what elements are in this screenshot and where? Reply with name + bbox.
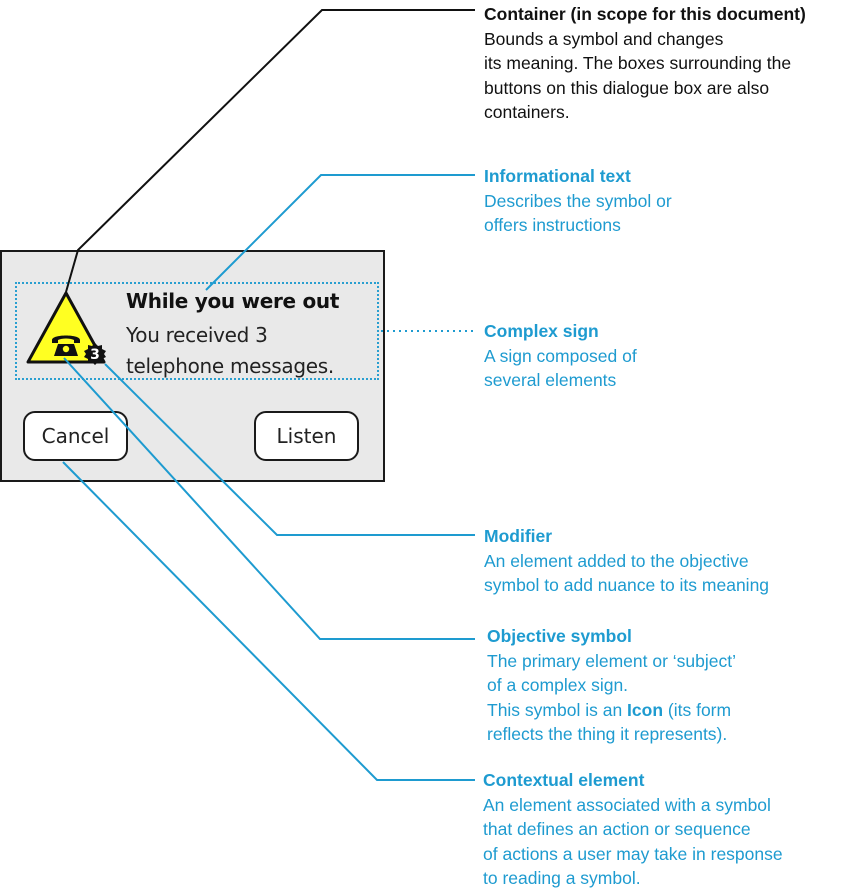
callout-line: reflects the thing it represents). — [487, 724, 728, 744]
callout-title: Contextual element — [483, 770, 645, 790]
callout-text: (its form — [663, 699, 732, 720]
callout-text: This symbol is an — [487, 699, 628, 720]
telephone-icon — [52, 335, 80, 356]
dialog-message: You received 3 telephone messages. — [126, 320, 366, 382]
callout-title: Container (in scope for this document) — [484, 4, 806, 24]
listen-button[interactable]: Listen — [254, 411, 359, 461]
callout-line: This symbol is an Icon (its form — [487, 698, 736, 723]
callout-objective-symbol: Objective symbol The primary element or … — [487, 624, 736, 747]
callout-line: several elements — [484, 370, 617, 390]
leader-line-contextual-element — [62, 461, 475, 781]
cancel-button[interactable]: Cancel — [23, 411, 128, 461]
callout-line: Bounds a symbol and changes — [484, 28, 724, 49]
callout-line: containers. — [484, 102, 570, 122]
callout-line: that defines an action or sequence — [483, 819, 751, 839]
dialog-title: While you were out — [126, 289, 340, 313]
callout-line: An element added to the objective — [484, 550, 749, 571]
callout-title: Objective symbol — [487, 626, 632, 646]
callout-line: symbol to add nuance to its meaning — [484, 575, 770, 595]
callout-line: Describes the symbol or — [484, 190, 672, 211]
badge-count: 3 — [90, 347, 100, 363]
callout-title: Informational text — [484, 166, 631, 186]
callout-line: A sign composed of — [484, 345, 637, 366]
callout-line: The primary element or ‘subject’ — [487, 650, 736, 671]
warning-telephone-icon: 3 — [26, 291, 106, 365]
callout-title: Modifier — [484, 526, 553, 546]
callout-line: offers instructions — [484, 215, 621, 235]
callout-modifier: Modifier An element added to the objecti… — [484, 524, 769, 598]
callout-line: An element associated with a symbol — [483, 794, 771, 815]
callout-container: Container (in scope for this document) B… — [484, 2, 806, 125]
callout-title: Complex sign — [484, 321, 599, 341]
dialog-message-line: telephone messages. — [126, 354, 334, 378]
callout-emphasis: Icon — [627, 699, 664, 720]
callout-complex-sign: Complex sign A sign composed of several … — [484, 319, 637, 393]
callout-contextual-element: Contextual element An element associated… — [483, 768, 783, 891]
callout-informational-text: Informational text Describes the symbol … — [484, 164, 672, 238]
callout-line: of a complex sign. — [487, 675, 629, 695]
callout-line: its meaning. The boxes surrounding the — [484, 53, 792, 73]
callout-line: buttons on this dialogue box are also — [484, 77, 770, 98]
dialog-message-line: You received 3 — [126, 323, 268, 347]
callout-line: to reading a symbol. — [483, 868, 641, 888]
callout-line: of actions a user may take in response — [483, 843, 783, 864]
